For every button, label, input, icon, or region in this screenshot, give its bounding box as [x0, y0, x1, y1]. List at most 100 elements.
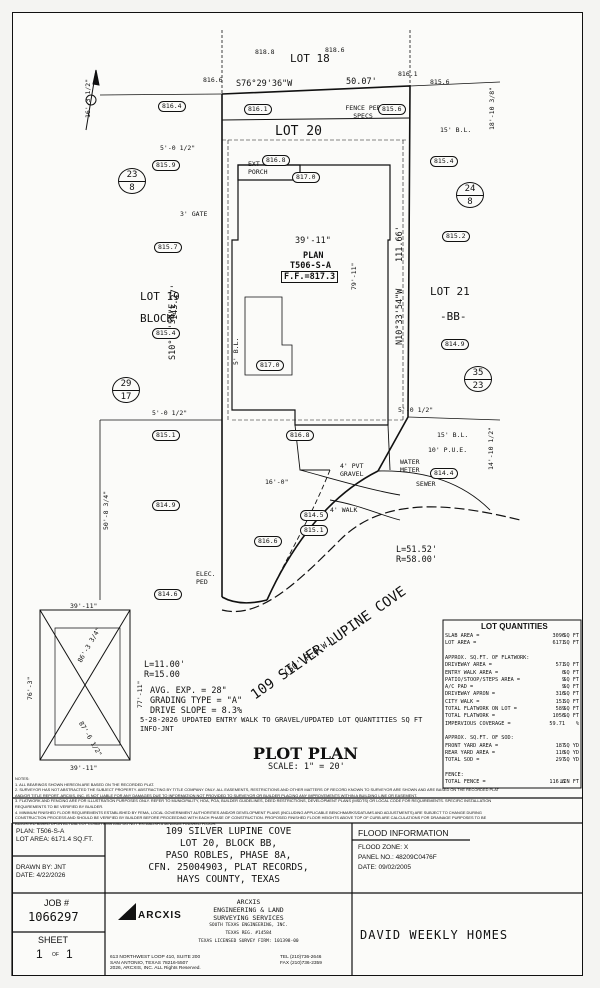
gate-label: 3' GATE: [180, 210, 208, 218]
lot-quantity-unit: SQ FT: [563, 691, 579, 698]
lot-quantity-unit: SQ YD: [563, 749, 579, 756]
lot-quantity-label: SLAB AREA =: [445, 633, 480, 639]
drawing-date: DATE: 4/22/2026: [16, 872, 66, 879]
sheet-label: SHEET: [38, 935, 69, 945]
lot-quantity-unit: SQ FT: [563, 676, 579, 683]
lot-quantity-label: CITY WALK =: [445, 698, 480, 705]
lot-quantity-unit: SQ FT: [563, 640, 579, 647]
lot-quantity-label: APPROX. SQ.FT. OF FLATWORK:: [445, 654, 530, 661]
drawn-by: DRAWN BY: JNT: [16, 864, 66, 871]
elevation-label: 817.0: [292, 172, 320, 183]
plan-width-dim: 39'-11": [295, 236, 331, 246]
dim-top: 16'-3 1/2": [84, 78, 92, 118]
elevation-label: 814.5: [300, 510, 328, 521]
elevation-label: 814.4: [430, 468, 458, 479]
lot-quantity-row: APPROX. SQ.FT. OF FLATWORK:: [443, 654, 581, 662]
elevation-label: 816.1: [398, 70, 418, 78]
lot-quantity-unit: LIN FT: [560, 779, 579, 785]
bearing-top: S76°29'36"W: [236, 79, 293, 89]
lot-quantity-label: TOTAL SOD =: [445, 757, 480, 764]
arcxis-logo-icon: [118, 903, 136, 920]
lot-21-label: LOT 21: [430, 285, 470, 298]
bl-side-label: 5' B.L.: [232, 337, 240, 365]
flood-header: FLOOD INFORMATION: [358, 828, 449, 838]
arcxis-logo: ARCXIS: [138, 910, 182, 921]
corner-curve-length: L=11.00': [144, 660, 185, 670]
elevation-label: 817.0: [256, 360, 284, 371]
sheet-of: OF: [52, 952, 59, 958]
north-arrow-icon: [85, 69, 100, 131]
setback-left: 5'-0 1/2": [160, 144, 196, 152]
page-title: PLOT PLAN: [253, 744, 359, 763]
lot-quantity-label: DRIVEWAY AREA =: [445, 662, 492, 669]
elevation-label: 816.1: [244, 104, 272, 115]
bearing-top-distance: 50.07': [346, 77, 377, 87]
lot-quantity-unit: SQ YD: [563, 742, 579, 749]
elevation-label: 815.1: [300, 525, 328, 536]
grading-type: GRADING TYPE = "A": [150, 696, 243, 706]
bl-bottom: 15' B.L.: [437, 431, 469, 439]
setback-left-rear: 5'-0 1/2": [152, 409, 188, 417]
corner-curve-radius: R=15.00: [144, 670, 180, 680]
elevation-label: 815.6: [378, 104, 406, 115]
lot-quantity-row: APPROX. SQ.FT. OF SOD:: [443, 734, 581, 742]
elevation-label: 816.6: [203, 76, 223, 84]
bearing-left-distance: 143.27': [170, 284, 180, 320]
elevation-label: 814.9: [152, 500, 180, 511]
bearing-right-distance: 111.66': [395, 226, 405, 262]
note-line: AND/OR TITLE REPORT. ARCXIS, INC. IS NOT…: [15, 792, 418, 798]
dim-left-side: 50'-8 3/4": [102, 490, 110, 530]
lot-quantity-row: FENCE:: [443, 771, 581, 779]
lot-quantity-label: TOTAL FENCE =: [445, 779, 486, 785]
note-line: REQUIREMENTS TO BE VERIFIED BY BUILDER.: [15, 803, 104, 809]
lot-quantity-value: 110: [555, 749, 565, 756]
elevation-label: 816.6: [254, 536, 282, 547]
lot-quantity-label: PATIO/STOOP/STEPS AREA =: [445, 676, 520, 683]
lot-quantity-label: REAR YARD AREA =: [445, 749, 495, 756]
flood-date: DATE: 09/02/2005: [358, 864, 411, 871]
elevation-label: 816.4: [158, 101, 186, 112]
elevation-label: 815.4: [430, 156, 458, 167]
lot-quantity-unit: SQ FT: [563, 669, 579, 676]
note-line: 1. ALL BEARINGS SHOWN HEREON ARE BASED O…: [15, 781, 155, 787]
lot-quantity-value: 571: [555, 662, 565, 669]
elevation-label: 815.4: [152, 328, 180, 339]
plan-code: T506-S-A: [290, 261, 331, 271]
lot-quantity-unit: %: [575, 720, 579, 727]
lot-quantity-value: 0: [561, 669, 565, 676]
bl-top: 15' B.L.: [440, 126, 472, 134]
lot-quantity-unit: SQ FT: [563, 684, 579, 691]
lot-quantity-value: 6171: [552, 640, 566, 647]
elevation-label: 814.9: [441, 339, 469, 350]
job-number: 1066297: [28, 910, 79, 924]
elevation-label: 815.2: [442, 231, 470, 242]
lot-quantity-row: IMPERVIOUS COVERAGE =59.71%: [443, 720, 581, 728]
plan-label: PLAN: [303, 251, 324, 261]
block-label: BLOCK: [140, 312, 174, 325]
elevation-label: 816.8: [286, 430, 314, 441]
setback-right: 5'-0 1/2": [398, 406, 434, 414]
firm-info: ARCXIS ENGINEERING & LAND SURVEYING SERV…: [198, 898, 299, 944]
lot-quantity-value: 9: [561, 676, 565, 683]
lot-quantity-unit: SQ YD: [563, 757, 579, 764]
water-meter-label: WATER METER: [400, 458, 420, 474]
note-line: 4. MINIMUM FINISHED FLOOR REQUIREMENTS E…: [15, 809, 482, 815]
firm-phone: TEL (210)736-2646 FAX (210)736-2359: [280, 955, 322, 966]
lot-quantity-value: 589: [555, 706, 565, 712]
lot-18-label: LOT 18: [290, 52, 330, 65]
curve-radius: R=58.00': [396, 555, 437, 565]
lot-quantity-value: 9: [561, 684, 565, 691]
lot-quantity-label: IMPERVIOUS COVERAGE =: [445, 720, 511, 727]
elevation-label: 815.6: [430, 78, 450, 86]
builder-name: DAVID WEEKLY HOMES: [360, 928, 509, 942]
gravel-label: 4' PVT GRAVEL: [340, 462, 364, 478]
